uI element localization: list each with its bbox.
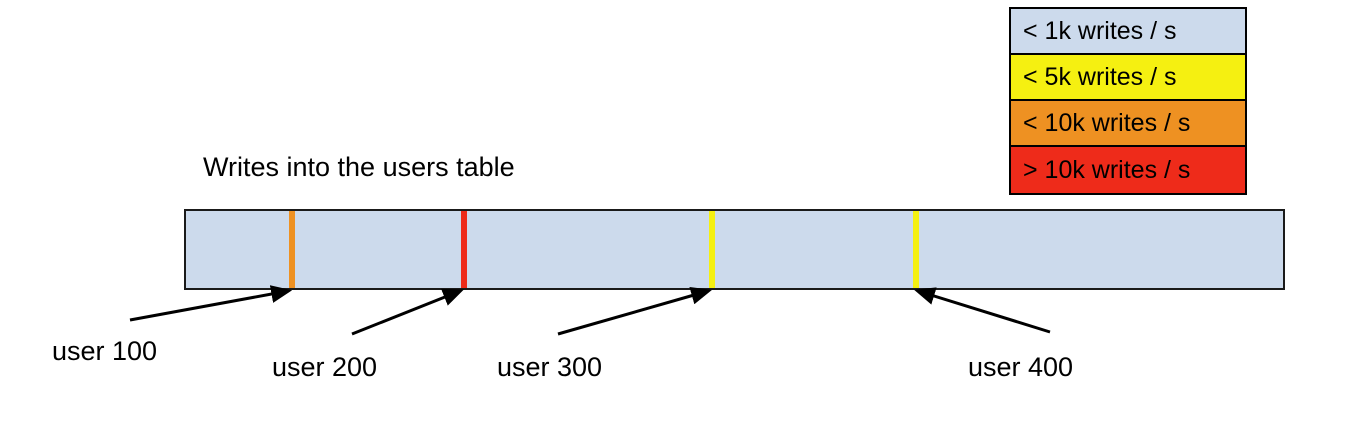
annotation-label-user-200: user 200 [272, 352, 378, 382]
legend-item-lt-5k: < 5k writes / s [1011, 55, 1245, 101]
legend-item-lt-1k: < 1k writes / s [1011, 9, 1245, 55]
legend-item-lt-10k: < 10k writes / s [1011, 101, 1245, 147]
legend-item-label: < 10k writes / s [1023, 108, 1191, 137]
partition-marker-user-100 [289, 211, 295, 288]
legend-item-label: < 5k writes / s [1023, 62, 1177, 91]
users-table-band [184, 209, 1285, 290]
arrow-user-300 [557, 286, 713, 336]
arrow-user-400 [913, 287, 1051, 334]
legend-item-gt-10k: > 10k writes / s [1011, 147, 1245, 193]
legend: < 1k writes / s < 5k writes / s < 10k wr… [1009, 7, 1247, 195]
partition-marker-user-300 [709, 211, 715, 288]
annotation-label-user-100: user 100 [52, 336, 158, 366]
partition-marker-user-200 [461, 211, 467, 288]
legend-item-label: > 10k writes / s [1023, 155, 1191, 184]
chart-title: Writes into the users table [203, 152, 515, 182]
partition-marker-user-400 [913, 211, 919, 288]
arrow-user-200 [351, 288, 464, 336]
annotation-label-user-400: user 400 [968, 352, 1074, 382]
legend-item-label: < 1k writes / s [1023, 16, 1177, 45]
arrow-user-100 [129, 285, 293, 322]
annotation-label-user-300: user 300 [497, 352, 603, 382]
